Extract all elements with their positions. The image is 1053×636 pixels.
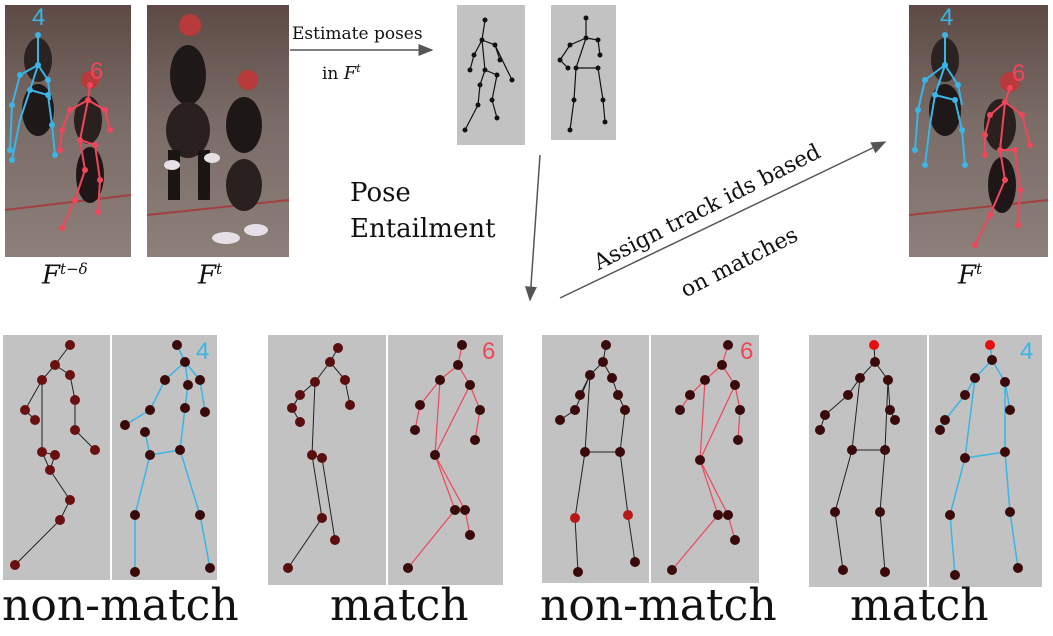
pose-entailment-line1: Pose xyxy=(350,178,411,208)
frame-label-prev: Ft−δ xyxy=(42,260,88,291)
pair-3-track-id: 6 xyxy=(740,338,754,365)
pose-entailment-line2: Entailment xyxy=(350,214,496,244)
pair-4-result: match xyxy=(850,580,989,631)
pair-2-track-id: 6 xyxy=(482,338,496,365)
pair-panel-4 xyxy=(809,335,1042,587)
estimate-frame-symbol: Ft xyxy=(343,62,361,84)
estimated-pose-1 xyxy=(457,5,525,145)
pair-1-track-id: 4 xyxy=(196,338,210,365)
pair-panel-3 xyxy=(542,335,759,583)
photo-id-out-red: 6 xyxy=(1012,60,1026,87)
estimated-pose-2 xyxy=(551,5,616,140)
photo-frame-curr xyxy=(146,5,290,257)
estimate-label-line2: in Ft xyxy=(322,62,361,84)
pair-1-result: non-match xyxy=(2,580,239,631)
pair-panel-2 xyxy=(268,335,503,585)
entailment-arrow xyxy=(524,154,541,302)
frame-label-curr: Ft xyxy=(198,260,223,291)
pair-2-result: match xyxy=(330,580,469,631)
pair-3-result: non-match xyxy=(540,580,777,631)
photo-frame-out xyxy=(908,5,1049,257)
photo-id-prev-red: 6 xyxy=(90,58,104,85)
assign-arrow xyxy=(559,141,887,299)
photo-id-out-blue: 4 xyxy=(940,4,954,31)
photo-id-prev-blue: 4 xyxy=(32,4,46,31)
estimate-label-in: in xyxy=(322,64,344,84)
frame-label-out: Ft xyxy=(958,260,983,291)
estimate-label-line1: Estimate poses xyxy=(292,24,423,44)
pair-panel-1 xyxy=(3,335,217,580)
pair-4-track-id: 4 xyxy=(1020,338,1034,365)
photo-frame-prev xyxy=(4,5,132,257)
